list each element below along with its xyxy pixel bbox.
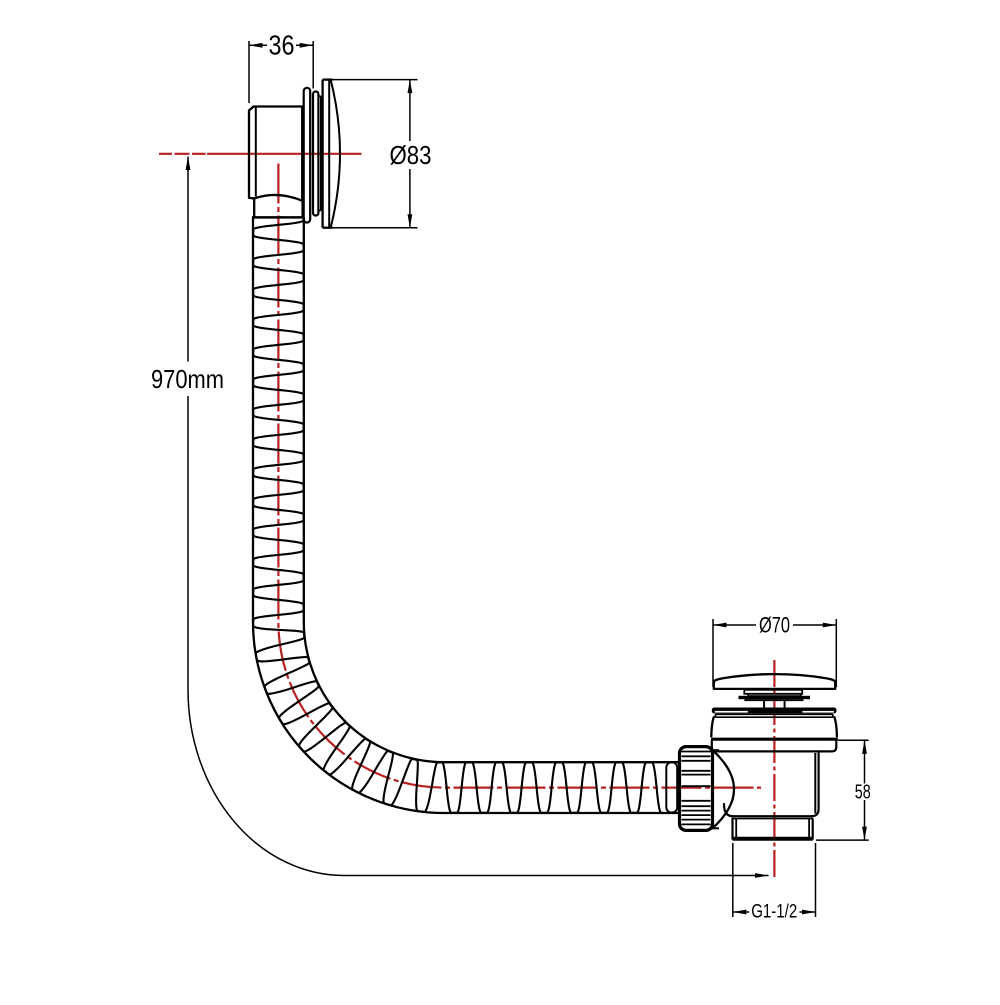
svg-text:36: 36 — [269, 30, 295, 61]
svg-text:58: 58 — [855, 781, 871, 803]
svg-text:G1-1/2: G1-1/2 — [751, 902, 797, 923]
svg-text:Ø70: Ø70 — [759, 613, 790, 638]
svg-text:Ø83: Ø83 — [390, 140, 432, 170]
svg-text:970mm: 970mm — [151, 364, 224, 394]
